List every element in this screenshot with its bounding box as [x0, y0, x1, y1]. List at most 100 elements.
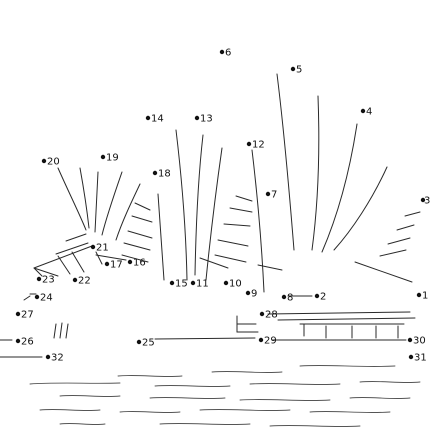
dot-label-30: 30	[413, 336, 426, 347]
hint-stroke	[123, 242, 151, 251]
dot-12[interactable]	[246, 141, 252, 147]
ripple	[269, 424, 361, 428]
dot-label-17: 17	[110, 260, 123, 271]
hint-stroke	[115, 183, 141, 241]
dot-1[interactable]	[416, 292, 422, 298]
dot-22[interactable]	[72, 277, 78, 283]
dot-label-26: 26	[21, 337, 34, 348]
hint-stroke	[95, 251, 103, 265]
dot-11[interactable]	[190, 280, 196, 286]
dot-7[interactable]	[265, 191, 271, 197]
dot-24[interactable]	[34, 294, 40, 300]
dot-28[interactable]	[259, 311, 265, 317]
dot-label-7: 7	[271, 190, 277, 201]
sail-hint-lines	[23, 73, 421, 301]
ripple	[154, 384, 231, 388]
hint-stroke	[71, 251, 85, 273]
dot-9[interactable]	[245, 290, 251, 296]
hint-stroke	[223, 223, 251, 227]
hint-stroke	[277, 317, 416, 321]
hint-stroke	[121, 254, 149, 263]
hint-stroke	[33, 267, 43, 277]
hint-stroke	[127, 230, 153, 239]
ripple	[249, 382, 341, 386]
dot-15[interactable]	[169, 280, 175, 286]
dot-label-2: 2	[320, 292, 326, 303]
dot-23[interactable]	[36, 276, 42, 282]
dot-31[interactable]	[408, 354, 414, 360]
hint-stroke	[33, 267, 59, 277]
dot-label-29: 29	[264, 336, 277, 347]
dot-label-4: 4	[366, 107, 372, 118]
dot-25[interactable]	[136, 339, 142, 345]
dot-16[interactable]	[127, 259, 133, 265]
dot-label-5: 5	[296, 65, 302, 76]
hint-stroke	[79, 167, 90, 229]
dot-4[interactable]	[360, 108, 366, 114]
dot-label-28: 28	[265, 310, 278, 321]
hint-stroke	[321, 123, 358, 253]
hint-stroke	[65, 323, 69, 339]
hint-stroke	[59, 322, 63, 339]
dot-label-11: 11	[196, 279, 209, 290]
ripple	[119, 410, 181, 414]
dot-label-27: 27	[21, 310, 34, 321]
hint-stroke	[205, 147, 223, 281]
hint-stroke	[134, 202, 151, 211]
dot-19[interactable]	[100, 154, 106, 160]
dot-label-22: 22	[78, 276, 91, 287]
hint-stroke	[131, 215, 153, 223]
dot-13[interactable]	[194, 115, 200, 121]
ripple	[199, 408, 291, 412]
hint-stroke	[257, 264, 283, 271]
dot-label-24: 24	[40, 293, 53, 304]
dot-2[interactable]	[314, 293, 320, 299]
dot-6[interactable]	[219, 49, 225, 55]
hint-stroke	[57, 167, 87, 231]
dot-29[interactable]	[258, 337, 264, 343]
dot-label-23: 23	[42, 275, 55, 286]
dot-30[interactable]	[407, 337, 413, 343]
dot-10[interactable]	[223, 280, 229, 286]
ripple	[359, 380, 421, 384]
dot-label-21: 21	[96, 243, 109, 254]
dot-5[interactable]	[290, 66, 296, 72]
ripple	[39, 408, 101, 412]
hint-stroke	[217, 239, 249, 247]
hint-stroke	[65, 233, 87, 242]
dot-label-6: 6	[225, 48, 231, 59]
dot-18[interactable]	[152, 170, 158, 176]
hint-stroke	[251, 149, 265, 293]
dot-27[interactable]	[15, 311, 21, 317]
hint-stroke	[387, 237, 411, 245]
dot-label-16: 16	[133, 258, 146, 269]
hint-stroke	[55, 242, 89, 255]
dot-21[interactable]	[90, 244, 96, 250]
hint-stroke	[154, 337, 256, 340]
dot-14[interactable]	[145, 115, 151, 121]
dot-26[interactable]	[15, 338, 21, 344]
dot-label-31: 31	[414, 353, 427, 364]
dot-17[interactable]	[104, 261, 110, 267]
water-ripples	[29, 364, 421, 428]
hint-stroke	[404, 211, 421, 217]
hint-stroke	[53, 323, 57, 339]
hint-stroke	[175, 129, 188, 281]
hint-stroke	[267, 311, 411, 315]
dot-label-9: 9	[251, 289, 257, 300]
dot-label-1: 1	[422, 291, 428, 302]
hint-stroke	[354, 261, 413, 283]
dot-3[interactable]	[420, 197, 426, 203]
hint-stroke	[23, 295, 31, 301]
hint-stroke	[194, 134, 204, 276]
hint-stroke	[94, 171, 99, 233]
ripple	[59, 394, 121, 398]
ripple	[309, 410, 391, 414]
hint-stroke	[235, 195, 253, 202]
dot-20[interactable]	[41, 158, 47, 164]
dot-32[interactable]	[45, 354, 51, 360]
hint-stroke	[57, 255, 71, 275]
dot-8[interactable]	[281, 294, 287, 300]
hint-stroke	[311, 95, 320, 251]
